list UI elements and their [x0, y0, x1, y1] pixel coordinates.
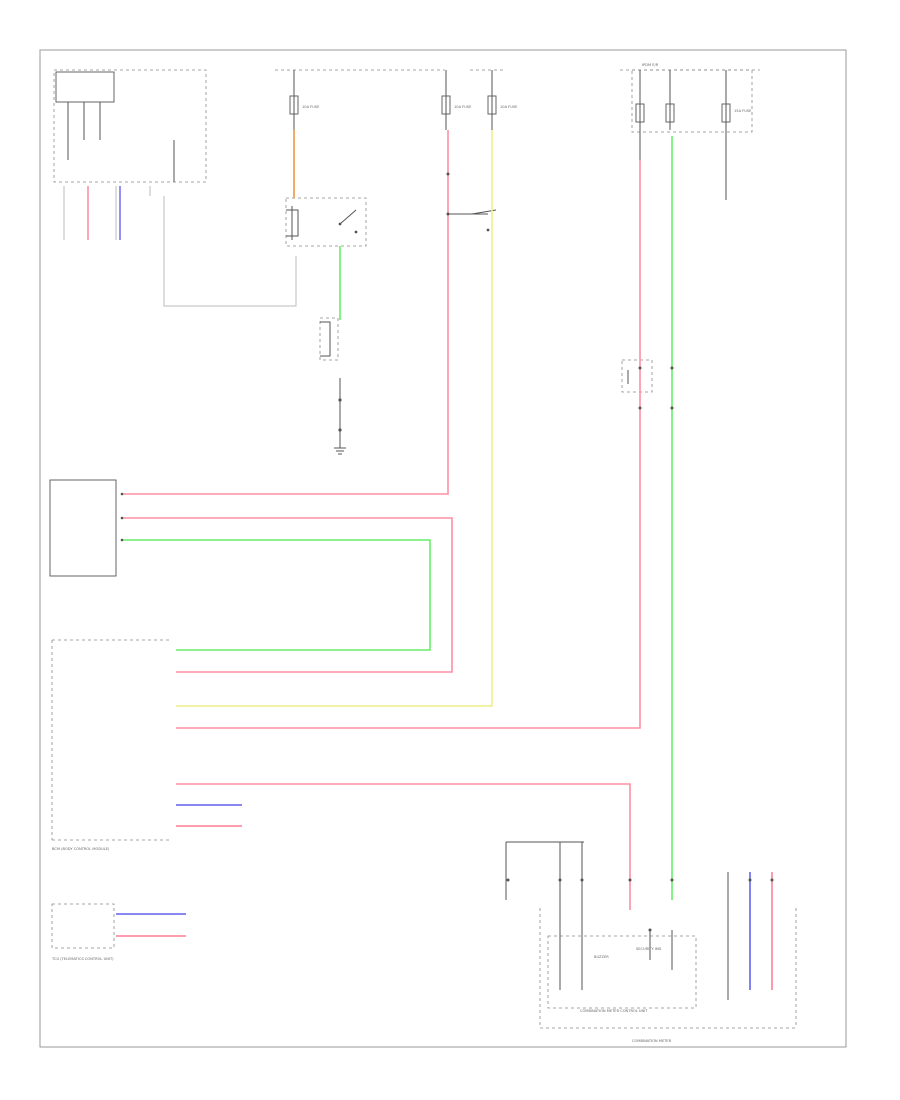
bcm-module-label: BCM (BODY CONTROL MODULE) [52, 847, 110, 851]
diagram-frame [39, 49, 847, 1048]
fuse-label-2: 10A FUSE [454, 105, 472, 109]
left-control-module [49, 479, 170, 841]
ipdm-label: IPDM E/R [642, 63, 659, 67]
wire-red-security [176, 783, 631, 910]
connector-dots [120, 172, 774, 932]
fuse-block-left [275, 69, 451, 130]
fuse-label-3: 10A FUSE [500, 105, 518, 109]
security-ind-label: SECURITY IND [636, 947, 662, 951]
right-sensor [621, 359, 653, 393]
fuse-block-right [620, 69, 760, 200]
wire-red-right [176, 160, 641, 729]
center-sensor [319, 317, 339, 361]
combination-meter-control-unit-label: COMBINATION METER CONTROL UNIT [580, 1009, 648, 1013]
wire-yellow [176, 130, 493, 707]
fuse-block-mid [470, 69, 506, 130]
center-relay [285, 197, 367, 247]
fuse-label-4: 15A FUSE [734, 109, 752, 113]
wire-red-loop [122, 517, 453, 673]
combination-meter-label: COMBINATION METER [632, 1039, 672, 1043]
wire-red-main [122, 130, 449, 495]
wire-green-loop [122, 539, 431, 651]
gray-wires [63, 186, 297, 307]
center-switch [447, 206, 497, 240]
buzzer-label: BUZZER [594, 955, 609, 959]
bottom-left-module [51, 903, 115, 949]
top-left-module [53, 69, 207, 183]
tcu-module-label: TCU (TELEMATICS CONTROL UNIT) [51, 957, 114, 961]
combination-meter [505, 841, 797, 1029]
ground-symbol-center [334, 378, 346, 455]
fuse-label-1: 10A FUSE [302, 105, 320, 109]
